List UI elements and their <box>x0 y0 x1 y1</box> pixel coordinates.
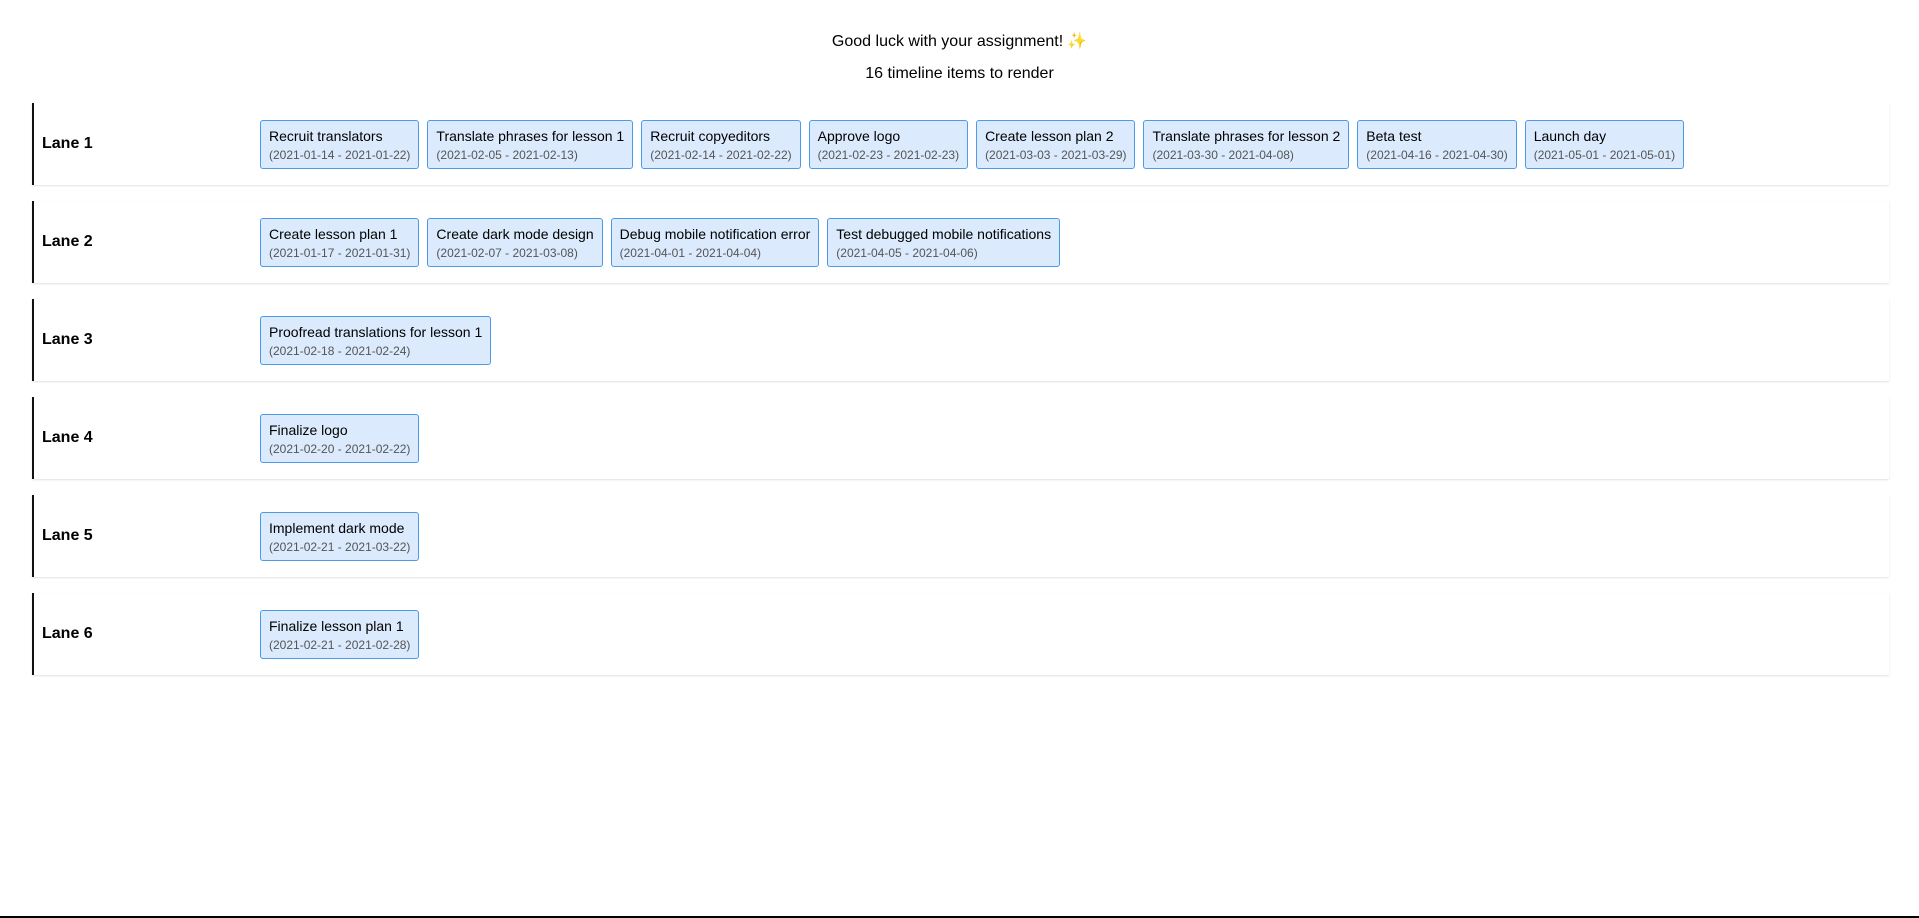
timeline-item[interactable]: Translate phrases for lesson 1 (2021-02-0… <box>427 119 634 169</box>
timeline-item-dates: (2021-02-21 - 2021-02-28) <box>269 637 411 652</box>
timeline-item-dates: (2021-05-01 - 2021-05-01) <box>1533 147 1676 162</box>
lane-label: Lane 5 <box>42 527 93 544</box>
timeline-item[interactable]: Translate phrases for lesson 2 (2021-03-3… <box>1143 119 1350 169</box>
timeline-item-dates: (2021-03-30 - 2021-04-08) <box>1152 147 1294 162</box>
timeline-item-dates: (2021-02-21 - 2021-03-22) <box>269 539 411 554</box>
timeline-item-dates: (2021-02-18 - 2021-02-24) <box>269 343 411 358</box>
lane-items: Implement dark mode (2021-02-21 - 2021-03… <box>260 511 420 561</box>
lane-label: Lane 2 <box>42 233 93 250</box>
timeline-item[interactable]: Finalize lesson plan 1 (2021-02-21 - 2021… <box>260 609 420 659</box>
timeline-lane: Lane 3 Proofread translations for lesson … <box>32 299 1889 381</box>
lane-items: Recruit translators (2021-01-14 - 2021-01… <box>260 119 1685 169</box>
lane-label: Lane 6 <box>42 625 93 642</box>
timeline-item[interactable]: Launch day (2021-05-01 - 2021-05-01) <box>1524 119 1685 169</box>
greeting-text: Good luck with your assignment! <box>831 33 1064 50</box>
timeline-item-title: Launch day <box>1533 127 1607 144</box>
timeline-item[interactable]: Beta test (2021-04-16 - 2021-04-30) <box>1357 119 1517 169</box>
timeline-lane: Lane 6 Finalize lesson plan 1 (2021-02-21 … <box>32 593 1889 675</box>
timeline-item-dates: (2021-02-07 - 2021-03-08) <box>436 245 578 260</box>
timeline-item[interactable]: Finalize logo (2021-02-20 - 2021-02-22) <box>260 413 420 463</box>
timeline-item[interactable]: Create dark mode design (2021-02-07 - 202… <box>427 217 603 267</box>
timeline-item-title: Create lesson plan 1 <box>269 225 398 242</box>
item-count-text: 16 timeline items to render <box>865 65 1054 82</box>
lane-items: Create lesson plan 1 (2021-01-17 - 2021-0… <box>260 217 1061 267</box>
timeline-lane: Lane 5 Implement dark mode (2021-02-21 - 2… <box>32 495 1889 577</box>
greeting-line: Good luck with your assignment!✨ <box>0 32 1919 52</box>
timeline-item-title: Translate phrases for lesson 2 <box>1152 127 1341 144</box>
lane-items: Finalize lesson plan 1 (2021-02-21 - 2021… <box>260 609 420 659</box>
lane-items: Proofread translations for lesson 1 (2021… <box>260 315 492 365</box>
timeline-item-dates: (2021-04-05 - 2021-04-06) <box>836 245 978 260</box>
timeline-item[interactable]: Proofread translations for lesson 1 (2021… <box>260 315 492 365</box>
lane-items: Finalize logo (2021-02-20 - 2021-02-22) <box>260 413 420 463</box>
timeline-item-title: Test debugged mobile notifications <box>836 225 1052 242</box>
lane-label: Lane 3 <box>42 331 93 348</box>
timeline-item-title: Beta test <box>1366 127 1422 144</box>
timeline-item[interactable]: Recruit copyeditors (2021-02-14 - 2021-02… <box>641 119 801 169</box>
timeline-item-dates: (2021-02-05 - 2021-02-13) <box>436 147 578 162</box>
timeline-item[interactable]: Recruit translators (2021-01-14 - 2021-01… <box>260 119 420 169</box>
timeline-lanes: Lane 1 Recruit translators (2021-01-14 - 2… <box>32 103 1889 691</box>
lane-label: Lane 1 <box>42 135 93 152</box>
timeline-item-title: Finalize lesson plan 1 <box>269 617 404 634</box>
timeline-item-title: Debug mobile notification error <box>619 225 811 242</box>
sparkle-icon: ✨ <box>1067 33 1088 50</box>
timeline-lane: Lane 2 Create lesson plan 1 (2021-01-17 - … <box>32 201 1889 283</box>
lane-label: Lane 4 <box>42 429 93 446</box>
timeline-item-title: Approve logo <box>817 127 901 144</box>
timeline-item-dates: (2021-02-23 - 2021-02-23) <box>817 147 960 162</box>
timeline-item-dates: (2021-02-14 - 2021-02-22) <box>650 147 792 162</box>
timeline-item-title: Recruit copyeditors <box>650 127 771 144</box>
timeline-item-dates: (2021-04-16 - 2021-04-30) <box>1366 147 1508 162</box>
timeline-item[interactable]: Implement dark mode (2021-02-21 - 2021-03… <box>260 511 420 561</box>
timeline-item-dates: (2021-01-14 - 2021-01-22) <box>269 147 411 162</box>
timeline-item-title: Translate phrases for lesson 1 <box>436 127 625 144</box>
timeline-item-dates: (2021-02-20 - 2021-02-22) <box>269 441 411 456</box>
timeline-item-dates: (2021-01-17 - 2021-01-31) <box>269 245 411 260</box>
timeline-item[interactable]: Debug mobile notification error (2021-04-… <box>610 217 820 267</box>
bottom-divider <box>0 916 1919 918</box>
timeline-item-title: Proofread translations for lesson 1 <box>269 323 483 340</box>
timeline-item[interactable]: Approve logo (2021-02-23 - 2021-02-23) <box>808 119 969 169</box>
timeline-item-dates: (2021-03-03 - 2021-03-29) <box>985 147 1127 162</box>
timeline-item-title: Recruit translators <box>269 127 383 144</box>
timeline-lane: Lane 4 Finalize logo (2021-02-20 - 2021-02… <box>32 397 1889 479</box>
timeline-item[interactable]: Test debugged mobile notifications (2021-… <box>827 217 1061 267</box>
page-header: Good luck with your assignment!✨ 16 time… <box>0 0 1919 84</box>
timeline-item-title: Implement dark mode <box>269 519 405 536</box>
timeline-lane: Lane 1 Recruit translators (2021-01-14 - 2… <box>32 103 1889 185</box>
timeline-item[interactable]: Create lesson plan 1 (2021-01-17 - 2021-0… <box>260 217 420 267</box>
timeline-item-dates: (2021-04-01 - 2021-04-04) <box>619 245 762 260</box>
timeline-item[interactable]: Create lesson plan 2 (2021-03-03 - 2021-0… <box>976 119 1136 169</box>
timeline-item-title: Create lesson plan 2 <box>985 127 1114 144</box>
timeline-item-title: Create dark mode design <box>436 225 594 242</box>
timeline-item-title: Finalize logo <box>269 421 348 438</box>
